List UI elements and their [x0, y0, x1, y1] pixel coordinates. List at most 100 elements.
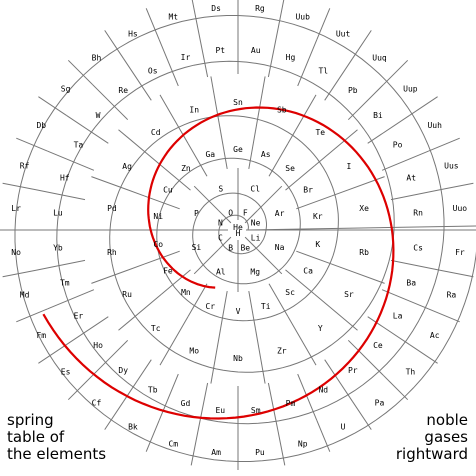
cell-divider	[347, 83, 385, 121]
cell-divider	[2, 182, 37, 191]
element-symbol: Be	[240, 244, 250, 253]
element-symbol: Ir	[181, 53, 191, 62]
element-symbol: C	[218, 233, 223, 242]
cell-divider	[439, 269, 474, 278]
element-symbol: Fr	[455, 248, 465, 257]
element-symbol: Er	[74, 311, 84, 320]
element-symbol: Pa	[375, 398, 385, 407]
caption-right: noble gases rightward	[396, 412, 468, 463]
element-symbol: No	[11, 248, 21, 257]
cell-divider	[367, 316, 410, 345]
cell-divider	[2, 269, 37, 278]
cell-divider	[428, 137, 460, 152]
element-symbol: Rf	[20, 161, 30, 170]
noble-gas-seam	[245, 225, 476, 231]
element-symbol: B	[228, 244, 233, 253]
cell-divider	[296, 195, 333, 210]
cell-divider	[91, 83, 129, 121]
cell-divider	[38, 343, 67, 364]
cell-divider	[324, 359, 353, 402]
cell-divider	[217, 209, 232, 224]
element-symbol: Sm	[251, 406, 261, 415]
element-symbol: Br	[303, 186, 313, 195]
element-symbol: Mn	[181, 288, 191, 297]
cell-divider	[161, 269, 191, 295]
ring-lines	[14, 15, 476, 462]
element-symbol: Bk	[128, 423, 138, 432]
cell-divider	[123, 359, 152, 402]
element-symbol: Ca	[303, 267, 313, 276]
cell-divider	[409, 343, 438, 364]
element-symbol: Ge	[233, 145, 243, 154]
cell-divider	[287, 316, 317, 366]
element-symbol: Ru	[122, 290, 132, 299]
element-symbol: Sn	[233, 98, 243, 107]
element-symbol: Cl	[250, 184, 260, 193]
cell-divider	[217, 236, 232, 251]
element-symbol: Hg	[286, 53, 296, 62]
element-symbol: Uuh	[427, 121, 442, 130]
element-symbol: Al	[216, 268, 226, 277]
element-symbol: Dy	[118, 366, 128, 375]
element-symbol: Cs	[413, 244, 423, 253]
cell-divider	[248, 131, 256, 169]
element-symbol: N	[218, 219, 223, 228]
element-symbol: Sg	[61, 85, 71, 94]
element-symbol: Ar	[275, 209, 285, 218]
element-symbol: Y	[318, 324, 323, 333]
cell-divider	[158, 373, 179, 421]
element-symbol: Fm	[36, 331, 46, 340]
element-symbol: Pu	[255, 448, 265, 457]
element-symbol: Rg	[255, 4, 265, 13]
element-symbol: Kr	[313, 212, 323, 221]
caption-right-line: rightward	[395, 445, 468, 463]
cell-divider	[314, 293, 358, 331]
cell-divider	[439, 182, 474, 191]
cell-divider	[67, 59, 93, 85]
cell-divider	[193, 249, 219, 275]
element-symbol: At	[406, 174, 416, 183]
cell-divider	[118, 293, 162, 331]
element-symbol: Cr	[205, 302, 215, 311]
element-symbol: Os	[148, 66, 158, 75]
caption-right-line: noble	[426, 411, 468, 429]
element-symbol: Pr	[348, 366, 358, 375]
cell-divider	[118, 129, 162, 167]
element-symbol: La	[393, 311, 403, 320]
cell-divider	[104, 401, 125, 430]
element-symbol: Sc	[285, 288, 295, 297]
cell-divider	[91, 339, 129, 377]
cell-divider	[268, 283, 289, 317]
element-symbol: Yb	[53, 244, 63, 253]
cell-divider	[297, 373, 318, 421]
cell-divider	[297, 39, 318, 87]
element-symbol: Zr	[277, 346, 287, 355]
element-symbol: Li	[251, 233, 261, 242]
element-symbol: O	[228, 208, 233, 217]
cell-divider	[47, 150, 95, 171]
element-symbol: Db	[36, 121, 46, 130]
cell-divider	[91, 263, 145, 284]
cell-divider	[324, 58, 353, 101]
element-symbol: Ce	[373, 341, 383, 350]
caption-left-line: spring	[7, 411, 54, 429]
element-symbol: V	[236, 307, 241, 316]
element-symbol: As	[261, 150, 271, 159]
cell-divider	[197, 27, 209, 78]
ring-boundary	[14, 15, 476, 462]
element-symbol: Sr	[344, 290, 354, 299]
element-symbol: Uuq	[372, 54, 387, 63]
element-symbol: Es	[61, 368, 71, 377]
element-symbol: Ag	[122, 162, 132, 171]
element-symbol: In	[189, 106, 199, 115]
element-symbol: Se	[285, 164, 295, 173]
element-symbol: Uup	[403, 85, 418, 94]
cell-divider	[190, 431, 199, 466]
cell-divider	[409, 96, 438, 117]
cell-divider	[347, 339, 385, 377]
cell-divider	[296, 250, 333, 265]
element-symbol: Ba	[406, 279, 416, 288]
element-symbol: Rn	[413, 208, 423, 217]
element-symbol: Cf	[92, 398, 102, 407]
